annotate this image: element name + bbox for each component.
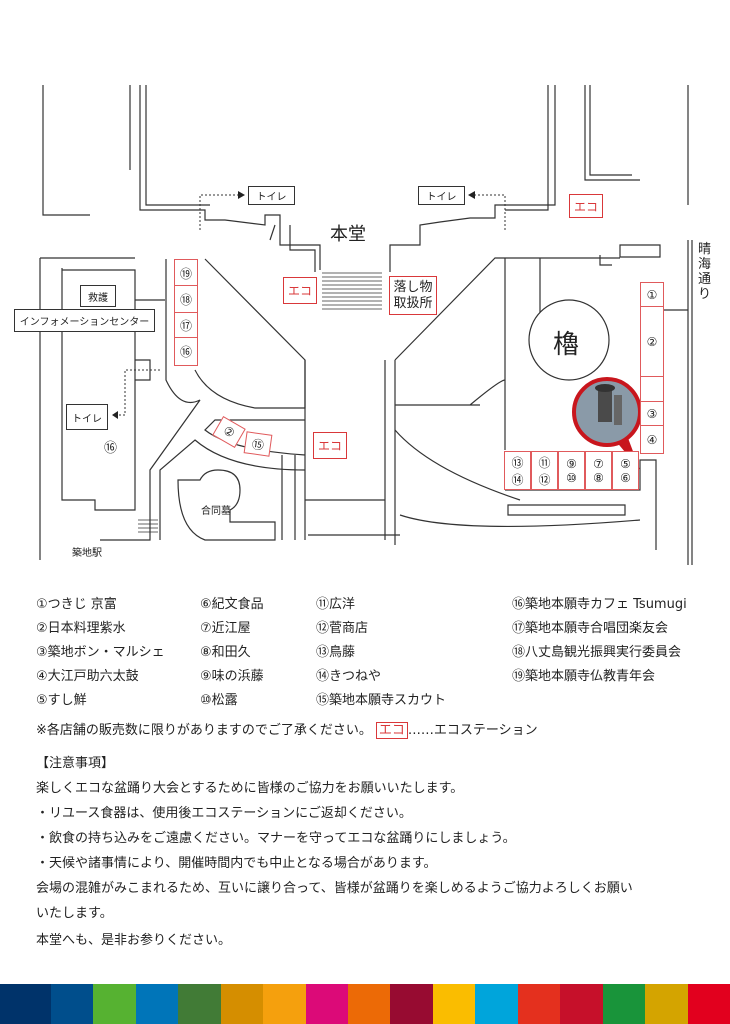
venue-map-lines: [39, 85, 693, 565]
stall-num: ⑫: [538, 472, 551, 487]
stall-19: ⑲: [174, 259, 198, 287]
stall-num: ⑭: [511, 472, 524, 487]
legend-item: ⑥紀文食品: [200, 597, 264, 612]
stall-4: ④: [640, 425, 664, 454]
color-bar-segment: [602, 984, 646, 1024]
toilet-label-left: トイレ: [66, 404, 108, 430]
stall-empty: [640, 376, 664, 403]
color-bar-segment: [390, 984, 433, 1024]
sdg-color-bar: [0, 984, 730, 1024]
lost-found-line: 取扱所: [393, 295, 433, 311]
notices-heading: 【注意事項】: [36, 756, 115, 771]
stall-num: ⑤: [620, 456, 631, 471]
tomb-label: 合同墓: [201, 506, 231, 517]
eco-badge-desc: ……エコステーション: [407, 723, 538, 738]
yagura-circle: [528, 299, 610, 381]
legend-item: ②日本料理紫水: [36, 621, 126, 636]
legend-item: ⑯築地本願寺カフェ Tsumugi: [512, 597, 687, 612]
legend-item: ①つきじ 京富: [36, 597, 117, 612]
eco-station: エコ: [569, 194, 603, 218]
color-bar-segment: [432, 984, 476, 1024]
color-bar-segment: [263, 984, 306, 1024]
street-label: 晴海通り: [698, 242, 712, 302]
legend-item: ⑭きつねや: [316, 669, 382, 684]
stall-16: ⑯: [174, 337, 198, 366]
legend-item: ⑫菅商店: [316, 621, 369, 636]
stall-3: ③: [640, 401, 664, 427]
notice-line: 楽しくエコな盆踊り大会とするために皆様のご協力をお願いいたします。: [36, 781, 464, 796]
lost-found-line: 落し物: [393, 279, 433, 295]
legend-item: ⑮築地本願寺スカウト: [316, 693, 447, 708]
color-bar-segment: [50, 984, 94, 1024]
notice-line: ・天候や諸事情により、開催時間内でも中止となる場合があります。: [36, 856, 437, 871]
legend-item: ③築地ボン・マルシェ: [36, 645, 165, 660]
color-bar-segment: [220, 984, 264, 1024]
toilet-label-top-right: トイレ: [418, 186, 465, 205]
color-bar-segment: [135, 984, 179, 1024]
stall-num: ⑩: [566, 470, 577, 485]
color-bar-segment: [645, 984, 688, 1024]
stall-num: ⑪: [538, 455, 551, 470]
legend-item: ⑨味の浜藤: [200, 669, 264, 684]
stall-num: ⑬: [511, 455, 524, 470]
stall-num: ⑦: [593, 456, 604, 471]
stall-marker: ⑯: [104, 441, 118, 456]
stall-num: ⑧: [593, 470, 604, 485]
color-bar-segment: [517, 984, 561, 1024]
stock-note: ※各店舗の販売数に限りがありますのでご了承ください。エコ……エコステーション: [36, 719, 538, 739]
color-bar-segment: [475, 984, 518, 1024]
legend-item: ⑩松露: [200, 693, 238, 708]
legend-item: ④大江戸助六太鼓: [36, 669, 139, 684]
notice-line: いたします。: [36, 906, 113, 921]
station-label: 築地駅: [72, 548, 102, 559]
color-bar-segment: [560, 984, 603, 1024]
color-bar-segment: [93, 984, 136, 1024]
eco-station: エコ: [283, 277, 317, 304]
info-center-label: インフォメーションセンター: [14, 309, 155, 332]
toilet-label-top-left: トイレ: [248, 186, 295, 205]
stall-2: ②: [640, 306, 664, 378]
stall-1: ①: [640, 282, 664, 308]
notice-line: ・リユース食器は、使用後エコステーションにご返却ください。: [36, 806, 412, 821]
eco-badge: エコ: [375, 722, 408, 739]
main-hall-label: 本堂: [330, 224, 366, 245]
color-bar-segment: [687, 984, 730, 1024]
color-bar-segment: [0, 984, 51, 1024]
eco-station: エコ: [313, 432, 347, 459]
first-aid-label: 救護: [80, 285, 116, 307]
notice-line: ・飲食の持ち込みをご遠慮ください。マナーを守ってエコな盆踊りにしましょう。: [36, 831, 516, 846]
legend-item: ⑤すし鮮: [36, 693, 87, 708]
legend-item: ⑦近江屋: [200, 621, 251, 636]
legend-item: ⑬鳥藤: [316, 645, 356, 660]
lost-and-found: 落し物 取扱所: [389, 276, 437, 315]
stall-17: ⑰: [174, 312, 198, 339]
legend-item: ⑰築地本願寺合唱団楽友会: [512, 621, 669, 636]
legend-item: ⑲築地本願寺仏教青年会: [512, 669, 656, 684]
stock-note-text: ※各店舗の販売数に限りがありますのでご了承ください。: [36, 723, 372, 738]
color-bar-segment: [305, 984, 348, 1024]
color-bar-segment: [348, 984, 391, 1024]
stall-15: ⑮: [243, 431, 273, 457]
legend-item: ⑪広洋: [316, 597, 356, 612]
stall-num: ⑥: [620, 470, 631, 485]
stall-num: ⑨: [566, 456, 577, 471]
notice-line: 本堂へも、是非お参りください。: [36, 933, 232, 948]
stall-18: ⑱: [174, 285, 198, 314]
legend-item: ⑱八丈島観光振興実行委員会: [512, 645, 682, 660]
yagura-label: 櫓: [553, 330, 580, 360]
notice-line: 会場の混雑がみこまれるため、互いに譲り合って、皆様が盆踊りを楽しめるようご協力よ…: [36, 881, 633, 896]
color-bar-segment: [178, 984, 221, 1024]
legend-item: ⑧和田久: [200, 645, 251, 660]
